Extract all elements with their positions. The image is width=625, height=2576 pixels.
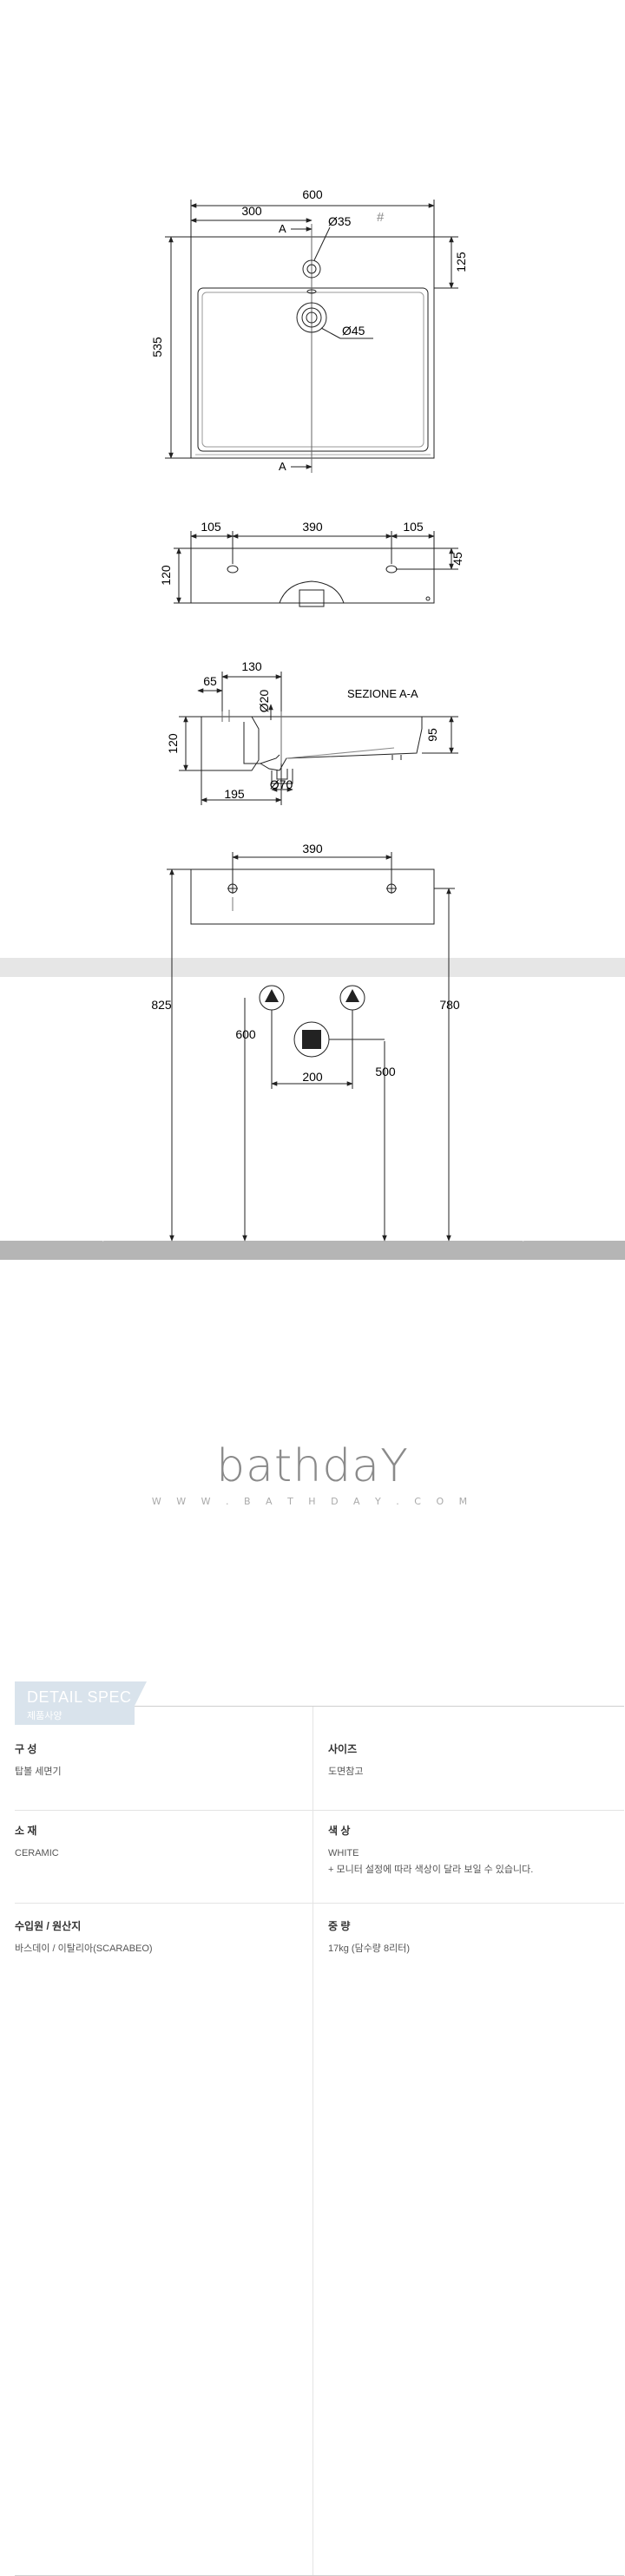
dim-d70: Ø70 (270, 777, 293, 791)
spec-subtitle: 제품사양 (27, 1711, 62, 1721)
dim-125: 125 (454, 252, 468, 272)
section-title: SEZIONE A-A (347, 687, 418, 700)
dim-780: 780 (439, 998, 460, 1012)
label-drain: Ø45 (342, 324, 365, 338)
dim-600: 600 (302, 187, 323, 201)
front-view (174, 531, 458, 607)
spec-cell-color: 색 상 WHITE + 모니터 설정에 따라 색상이 달라 보일 수 있습니다. (328, 1823, 625, 1878)
wall-basin (190, 868, 435, 925)
label-tap-hole: Ø35 (328, 214, 352, 228)
dim-195: 195 (224, 787, 245, 801)
logo-wordmark: bathdaY (216, 1440, 409, 1492)
spec-note: + 모니터 설정에 따라 색상이 달라 보일 수 있습니다. (328, 1865, 534, 1875)
dim-105-right: 105 (403, 520, 424, 534)
dim-45: 45 (451, 552, 464, 566)
spec-label: 색 상 (328, 1825, 351, 1837)
section-view (179, 672, 458, 805)
basin-inner (197, 287, 429, 452)
dim-d20: Ø20 (257, 690, 271, 713)
dim-300: 300 (241, 204, 262, 218)
floor-band (0, 1241, 625, 1260)
section-mark-bottom: A (279, 460, 286, 473)
dim-390-install: 390 (302, 842, 323, 855)
spec-label: 중 량 (328, 1920, 351, 1932)
dim-200: 200 (302, 1070, 323, 1084)
tap-hole (302, 259, 321, 279)
spec-row-divider (15, 1810, 624, 1811)
top-view (165, 200, 458, 473)
basin-outline (190, 236, 435, 459)
front-outline (190, 547, 435, 604)
brand-logo: bathdaY W W W . B A T H D A Y . C O M (0, 1440, 625, 1507)
spec-label: 구 성 (15, 1743, 37, 1755)
dim-105-left: 105 (201, 520, 221, 534)
logo-url: W W W . B A T H D A Y . C O M (151, 1496, 474, 1507)
spec-cell-weight: 중 량 17kg (담수량 8리터) (328, 1918, 625, 1957)
dim-65: 65 (203, 674, 217, 688)
wall-band (0, 958, 625, 977)
dim-390-front: 390 (302, 520, 323, 534)
dim-600-install: 600 (235, 1027, 256, 1041)
spec-tab: DETAIL SPEC 제품사양 (15, 1681, 135, 1725)
spec-label: 사이즈 (328, 1743, 358, 1755)
spec-cell-composition: 구 성 탑볼 세면기 (15, 1741, 319, 1780)
supply-valve-right (339, 985, 365, 1011)
spec-value: 바스데이 / 이탈리아(SCARABEO) (15, 1943, 153, 1954)
spec-title: DETAIL SPEC (27, 1688, 132, 1706)
dim-535: 535 (150, 337, 164, 357)
spec-tab-corner (135, 1681, 147, 1706)
spec-label: 소 재 (15, 1825, 37, 1837)
spec-value: 탑볼 세면기 (15, 1766, 62, 1777)
dim-130: 130 (241, 659, 262, 673)
spec-value: 17kg (담수량 8리터) (328, 1943, 411, 1954)
technical-drawing: 600 300 535 125 Ø35 Ø45 A A # 105 390 10… (0, 187, 625, 1260)
section-mark-top: A (279, 222, 286, 235)
drain-hole (296, 302, 327, 333)
spec-row-divider (15, 1903, 624, 1904)
spec-table: 구 성 탑볼 세면기 사이즈 도면참고 소 재 CERAMIC 색 상 WHIT… (15, 1706, 624, 2576)
dim-120-front: 120 (159, 565, 173, 586)
spec-cell-size: 사이즈 도면참고 (328, 1741, 625, 1780)
dim-120-section: 120 (166, 733, 180, 754)
dim-95: 95 (425, 728, 439, 742)
spec-cell-material: 소 재 CERAMIC (15, 1823, 319, 1861)
spec-label: 수입원 / 원산지 (15, 1920, 82, 1932)
install-view (167, 852, 455, 1242)
hash-mark: # (377, 210, 385, 225)
spec-value: 도면참고 (328, 1766, 364, 1777)
spec-value: WHITE (328, 1848, 359, 1858)
dim-825: 825 (151, 998, 172, 1012)
spec-value: CERAMIC (15, 1848, 59, 1858)
dim-500: 500 (375, 1065, 396, 1078)
waste-outlet (293, 1021, 330, 1058)
spec-cell-origin: 수입원 / 원산지 바스데이 / 이탈리아(SCARABEO) (15, 1918, 319, 1957)
supply-valve-left (259, 985, 285, 1011)
